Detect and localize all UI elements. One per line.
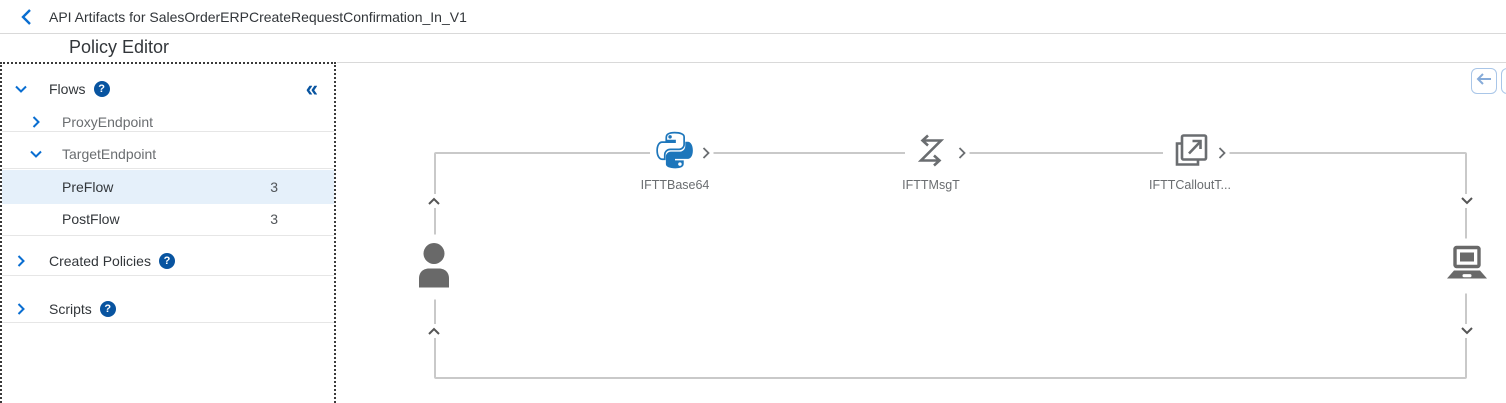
arrow-down-icon <box>1459 194 1475 208</box>
subheader: Policy Editor <box>0 34 1506 62</box>
flows-label: Flows <box>49 81 86 97</box>
sidebar-item-target-endpoint[interactable]: TargetEndpoint <box>2 141 334 167</box>
flows-sidebar: Flows ? « ProxyEndpoint TargetEndpoint P… <box>0 62 336 403</box>
policy-node-iftcalloutt[interactable] <box>1163 129 1217 177</box>
policy-label: IFTTCalloutT... <box>1149 178 1231 192</box>
canvas-back-button[interactable] <box>1471 68 1497 94</box>
back-icon[interactable] <box>18 8 36 26</box>
message-transform-icon <box>911 131 951 176</box>
scripts-label: Scripts <box>49 301 92 317</box>
target-endpoint-label: TargetEndpoint <box>62 146 157 162</box>
arrow-left-icon <box>1475 72 1493 91</box>
policy-node-iftbase64[interactable] <box>650 130 700 176</box>
divider <box>2 168 334 169</box>
arrow-down-icon <box>1459 324 1475 338</box>
chevron-right-icon[interactable] <box>27 113 45 131</box>
arrow-up-icon <box>426 324 442 338</box>
sidebar-item-proxy-endpoint[interactable]: ProxyEndpoint <box>2 109 334 135</box>
divider <box>2 131 334 132</box>
sidebar-item-flows[interactable]: Flows ? « <box>2 75 334 103</box>
service-callout-icon <box>1169 131 1211 176</box>
backend-endpoint[interactable] <box>1442 238 1492 294</box>
chevron-down-icon[interactable] <box>27 145 45 163</box>
divider <box>2 322 334 323</box>
sidebar-item-postflow[interactable]: PostFlow 3 <box>2 205 334 233</box>
client-endpoint[interactable] <box>414 234 454 300</box>
arrow-up-icon <box>426 194 442 208</box>
user-icon <box>416 242 452 293</box>
proxy-endpoint-label: ProxyEndpoint <box>62 114 154 130</box>
flow-step-chevron-icon <box>1214 144 1230 162</box>
divider <box>2 275 334 276</box>
python-script-icon <box>656 131 694 175</box>
policy-editor-title: Policy Editor <box>69 37 170 57</box>
divider <box>2 235 334 236</box>
policy-node-iftmsgt[interactable] <box>905 129 957 177</box>
page-title: API Artifacts for SalesOrderERPCreateReq… <box>49 8 467 25</box>
canvas-forward-button-partial[interactable] <box>1501 68 1506 94</box>
postflow-label: PostFlow <box>62 211 120 227</box>
collapse-sidebar-icon[interactable]: « <box>305 76 318 101</box>
sidebar-item-created-policies[interactable]: Created Policies ? <box>2 248 334 274</box>
preflow-count: 3 <box>270 179 278 195</box>
sidebar-item-scripts[interactable]: Scripts ? <box>2 296 334 322</box>
laptop-icon <box>1444 245 1490 287</box>
flow-canvas: IFTTBase64 IFTTMsgT IFTTCalloutT... <box>337 62 1506 403</box>
policy-label: IFTTMsgT <box>902 178 960 192</box>
preflow-label: PreFlow <box>62 179 114 195</box>
flow-step-chevron-icon <box>698 144 714 162</box>
help-icon[interactable]: ? <box>158 253 175 269</box>
top-header-bar: API Artifacts for SalesOrderERPCreateReq… <box>0 0 1506 34</box>
help-icon[interactable]: ? <box>93 81 110 97</box>
chevron-down-icon[interactable] <box>12 80 30 98</box>
flow-step-chevron-icon <box>954 144 970 162</box>
help-icon[interactable]: ? <box>99 301 116 317</box>
created-policies-label: Created Policies <box>49 253 151 269</box>
chevron-right-icon[interactable] <box>12 252 30 270</box>
sidebar-item-preflow[interactable]: PreFlow 3 <box>2 170 334 204</box>
chevron-right-icon[interactable] <box>12 300 30 318</box>
postflow-count: 3 <box>270 211 278 227</box>
policy-label: IFTTBase64 <box>640 178 710 192</box>
